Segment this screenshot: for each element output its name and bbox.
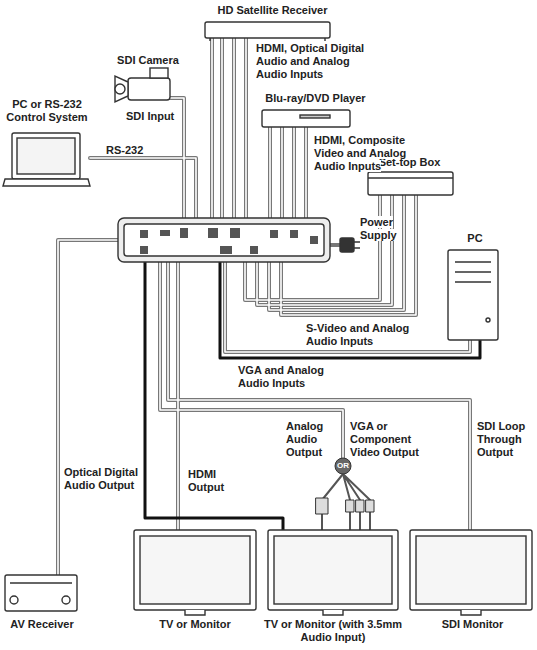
device-name: Blu-ray/DVD Player	[265, 92, 365, 104]
signal-label: RS-232	[106, 144, 143, 156]
signal-label: Power Supply	[360, 216, 397, 241]
device-label-box: TV or Monitor	[140, 618, 250, 631]
signal-label: Optical Digital Audio Output	[64, 466, 138, 491]
device-label-box: SDI Monitor	[420, 618, 525, 631]
device-name: TV or Monitor	[159, 618, 231, 630]
signal-label: VGA or Component Video Output	[350, 420, 419, 458]
signal-label: S-Video and Analog Audio Inputs	[306, 322, 409, 347]
signal-label: VGA and Analog Audio Inputs	[238, 364, 324, 389]
device-label-box: PC or RS-232 Control System	[2, 98, 92, 124]
signal-label: SDI Loop Through Output	[477, 420, 525, 458]
device-name: PC or RS-232 Control System	[6, 98, 87, 123]
device-label-box: Blu-ray/DVD Player	[258, 92, 373, 105]
signal-label: HDMI, Optical Digital Audio and Analog A…	[256, 42, 364, 80]
signal-label: SDI Input	[126, 110, 174, 122]
or-badge: OR	[337, 461, 349, 470]
device-label-box: TV or Monitor (with 3.5mm Audio Input)	[258, 618, 408, 644]
device-label-box: HD Satellite Receiver	[205, 4, 340, 17]
device-name: AV Receiver	[10, 618, 73, 630]
signal-label: Analog Audio Output	[286, 420, 323, 458]
signal-label: HDMI Output	[188, 468, 224, 493]
device-label-box: AV Receiver	[0, 618, 84, 631]
device-name: SDI Monitor	[442, 618, 504, 630]
device-name: PC	[467, 232, 482, 244]
device-name: HD Satellite Receiver	[217, 4, 327, 16]
device-label-box: SDI Camera	[108, 54, 188, 67]
signal-label: HDMI, Composite Video and Analog Audio I…	[314, 134, 406, 172]
device-name: TV or Monitor (with 3.5mm Audio Input)	[264, 618, 402, 643]
device-label-box: PC	[455, 232, 495, 245]
device-name: SDI Camera	[117, 54, 179, 66]
